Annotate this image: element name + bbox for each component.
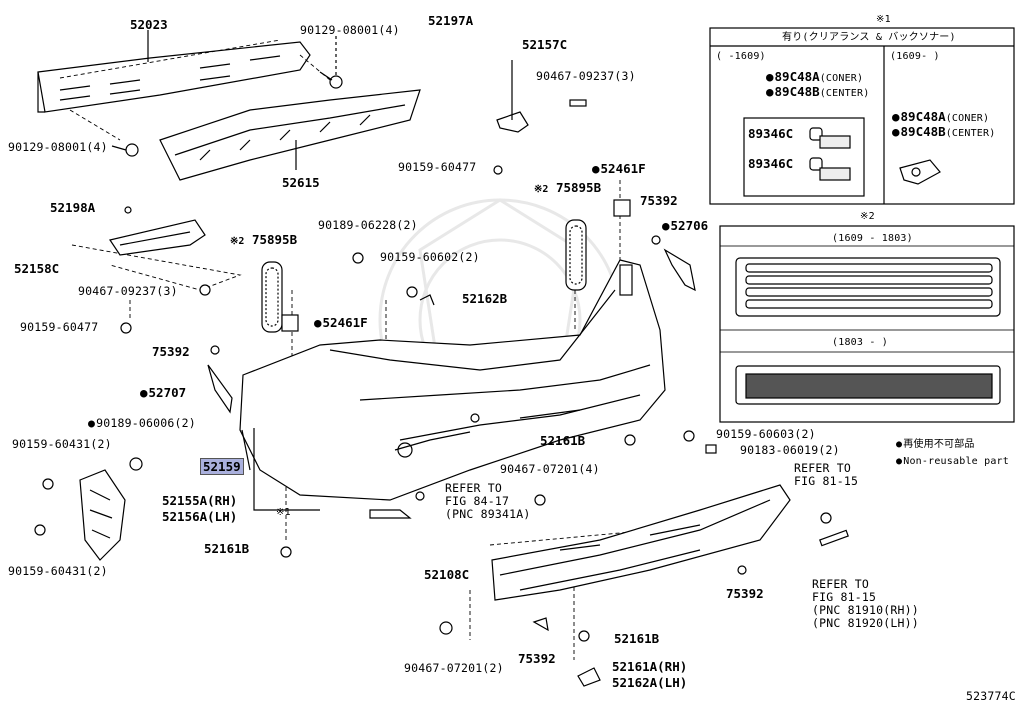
part-label: 52162A(LH) (612, 675, 688, 690)
part-label: 90159-60431(2) (8, 564, 108, 578)
part-label: 90159-60603(2) (716, 427, 816, 441)
inset-grille-mesh (735, 365, 1001, 405)
part-label-non-reusable: 90189-06006(2) (88, 417, 196, 430)
part-label: 52155A(RH) (162, 493, 238, 508)
bolt-group-top-left (111, 36, 343, 157)
part-label: 90467-09237(3) (78, 284, 178, 298)
legend-jp: 再使用不可部品 (896, 438, 975, 451)
refer-line: REFER TO (794, 461, 851, 475)
part-label: 90159-60431(2) (12, 437, 112, 451)
part-label: 90159-60477 (398, 160, 477, 174)
part-label: 90159-60602(2) (380, 250, 480, 264)
part-label-with-note: ※2 75895B (534, 180, 602, 195)
refer-line: FIG 81-15 (812, 590, 877, 604)
part-label: 90183-06019(2) (740, 443, 840, 457)
inset1-right-range: (1609- ) (890, 51, 940, 62)
inset1-item: 89C48A(CONER) (892, 109, 989, 125)
legend-en: Non-reusable part (896, 455, 1009, 468)
part-label: 90129-08001(4) (300, 23, 400, 37)
part-label: 52615 (282, 175, 320, 190)
part-label-non-reusable: 52461F (592, 162, 646, 175)
lower-diffuser (280, 430, 849, 687)
inset-grille-striped (735, 257, 1001, 317)
part-label: 52108C (424, 567, 470, 582)
reference-sensor-bracket (253, 428, 425, 519)
inset2-range: (1803 - ) (832, 337, 888, 348)
retainer-right (493, 60, 587, 175)
inset1-item: 89C48A(CONER) (766, 69, 863, 85)
part-label-non-reusable: 52706 (662, 219, 709, 232)
part-label-selected[interactable]: 52159 (200, 458, 244, 475)
refer-to-block: REFER TO FIG 81-15 (PNC 81910(RH)) (PNC … (812, 578, 919, 630)
side-bracket-right (207, 235, 696, 414)
refer-line: (PNC 81920(LH)) (812, 616, 919, 630)
part-label: 75392 (640, 193, 678, 208)
inset2-range: (1609 - 1803) (832, 233, 913, 244)
part-label: 75392 (518, 651, 556, 666)
part-label: 52161B (614, 631, 660, 646)
refer-line: REFER TO (812, 577, 869, 591)
part-label: 90467-07201(4) (500, 462, 600, 476)
side-bracket-left (34, 457, 143, 561)
part-label: 52197A (428, 13, 474, 28)
part-label: 90129-08001(4) (8, 140, 108, 154)
inset-frames (709, 27, 1015, 423)
inset2-mark: ※2 (860, 211, 875, 222)
inset1-item: 89C48B(CENTER) (766, 84, 869, 100)
inset1-item: 89C48B(CENTER) (892, 124, 995, 140)
retainer-left (109, 206, 211, 334)
part-label: 90189-06228(2) (318, 218, 418, 232)
part-label: 75392 (152, 344, 190, 359)
part-label: 52161A(RH) (612, 659, 688, 674)
inset1-subpart: 89346C (748, 156, 794, 171)
note-mark: ※1 (276, 507, 291, 518)
part-label: 52023 (130, 17, 168, 32)
part-label: 90159-60477 (20, 320, 99, 334)
part-label: 52156A(LH) (162, 509, 238, 524)
bumper-cover (239, 259, 666, 501)
energy-absorber (159, 89, 421, 181)
part-label: 52161B (204, 541, 250, 556)
part-label: 52162B (462, 291, 508, 306)
part-label-with-note: ※2 75895B (230, 232, 298, 247)
highlighted-part-52159[interactable]: 52159 (200, 458, 244, 475)
diagram-id: 523774C (966, 689, 1016, 703)
reflectors (261, 199, 631, 333)
inset1-mark: ※1 (876, 14, 891, 25)
inset1-left-range: ( -1609) (716, 51, 766, 62)
refer-line: REFER TO (445, 481, 502, 495)
part-label: 52198A (50, 200, 96, 215)
inset1-subpart: 89346C (748, 126, 794, 141)
part-label: 90467-09237(3) (536, 69, 636, 83)
part-label: 75392 (726, 586, 764, 601)
part-label: 52161B (540, 433, 586, 448)
refer-line: FIG 81-15 (794, 474, 859, 488)
refer-line: (PNC 89341A) (445, 507, 531, 521)
part-label-non-reusable: 52707 (140, 386, 187, 399)
part-label: 52157C (522, 37, 568, 52)
inset1-header: 有り(クリアランス & バックソナー) (782, 32, 956, 43)
refer-line: FIG 84-17 (445, 494, 510, 508)
part-label: 52158C (14, 261, 60, 276)
part-label-non-reusable: 52461F (314, 316, 368, 329)
part-label: 90467-07201(2) (404, 661, 504, 675)
inset-sensor-parts (809, 127, 941, 185)
reinforcement-bar (37, 30, 311, 113)
refer-line: (PNC 81910(RH)) (812, 603, 919, 617)
refer-to-block: REFER TO FIG 84-17 (PNC 89341A) (445, 482, 530, 521)
refer-to-block: REFER TO FIG 81-15 (794, 462, 858, 488)
